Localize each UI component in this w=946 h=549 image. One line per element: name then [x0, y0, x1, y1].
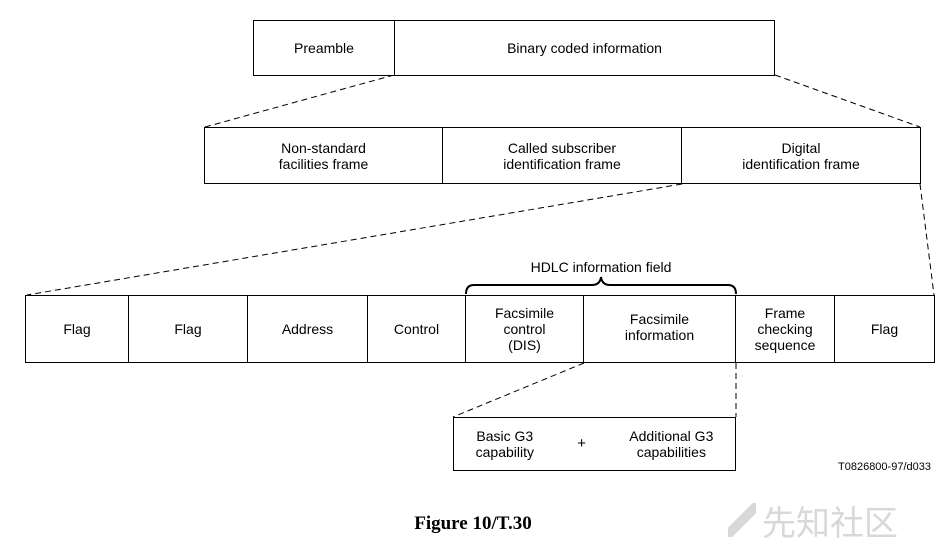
hdlc-brace: [465, 276, 737, 295]
dash-bot-left: [452, 362, 585, 418]
watermark-text: 先知社区: [762, 503, 898, 544]
binary-coded-information-box: Binary coded information: [395, 20, 775, 76]
watermark-logo-icon: [728, 503, 756, 537]
watermark: 先知社区: [728, 497, 938, 544]
facsimile-information-box: Facsimile information: [584, 295, 736, 363]
figure-caption: Figure 10/T.30: [414, 513, 532, 534]
control-box: Control: [368, 295, 466, 363]
hdlc-information-field-label: HDLC information field: [530, 259, 672, 275]
basic-g3-capability-label: Basic G3 capability: [475, 428, 534, 460]
additional-g3-capabilities-label: Additional G3 capabilities: [629, 428, 714, 460]
dash-top-left: [204, 74, 395, 128]
plus-sign: +: [577, 435, 587, 452]
facsimile-control-box: Facsimile control (DIS): [466, 295, 584, 363]
frame-checking-sequence-box: Frame checking sequence: [736, 295, 835, 363]
non-standard-facilities-frame-box: Non-standard facilities frame: [204, 127, 443, 184]
flag-box-1: Flag: [25, 295, 129, 363]
dash-mid-right: [919, 183, 935, 296]
called-subscriber-identification-frame-box: Called subscriber identification frame: [443, 127, 682, 184]
figure-code: T0826800-97/d033: [838, 461, 931, 473]
flag-box-3: Flag: [835, 295, 935, 363]
dash-top-right: [774, 74, 921, 128]
capability-box: Basic G3 capability + Additional G3 capa…: [453, 417, 736, 471]
address-box: Address: [248, 295, 368, 363]
digital-identification-frame-box: Digital identification frame: [682, 127, 921, 184]
dash-mid-left: [26, 183, 683, 296]
preamble-box: Preamble: [253, 20, 395, 76]
flag-box-2: Flag: [129, 295, 248, 363]
